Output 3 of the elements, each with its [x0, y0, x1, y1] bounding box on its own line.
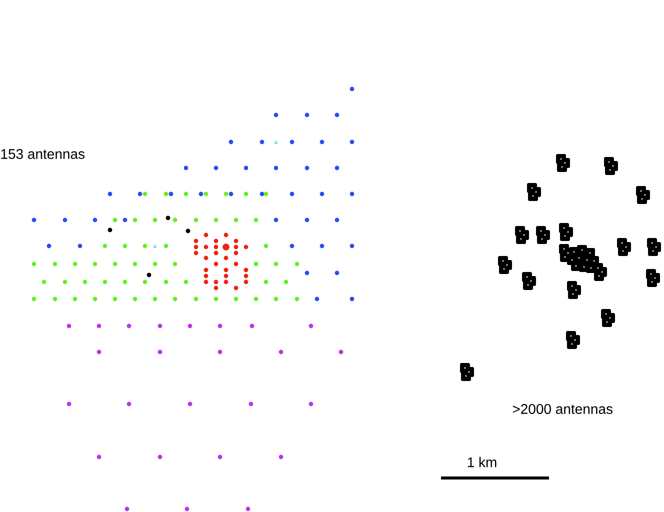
- antenna-count-label: >2000 antennas: [512, 404, 612, 414]
- scale-label: 1 km: [468, 456, 496, 468]
- antenna-count-label: 153 antennas: [1, 149, 85, 159]
